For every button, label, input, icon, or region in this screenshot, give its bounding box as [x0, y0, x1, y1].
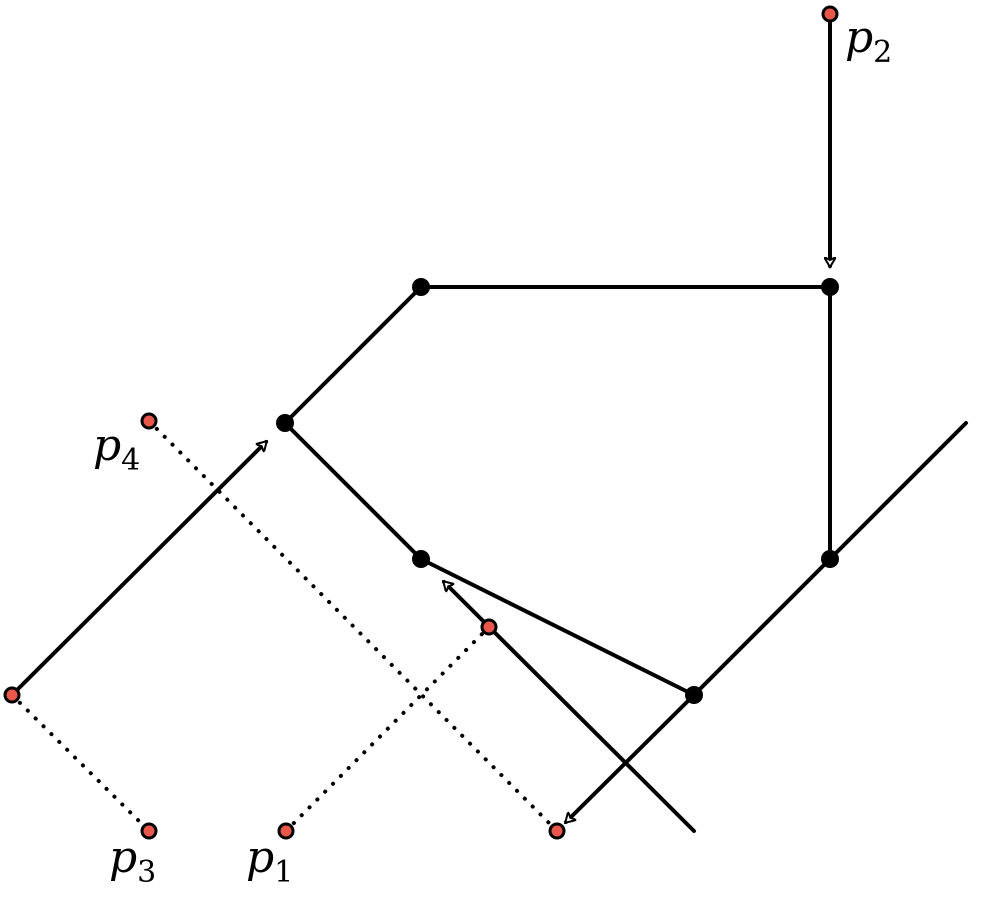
label-p4: p4 — [93, 420, 140, 478]
point-labels: p2 p4 p3 p1 — [93, 12, 892, 890]
edge-v1-v3 — [283, 285, 423, 425]
dotted-left-to-p3 — [10, 693, 151, 833]
arrow-v6-down — [566, 693, 696, 822]
red-points — [3, 5, 839, 840]
point-p2 — [821, 5, 839, 23]
polygon-edges — [283, 285, 968, 697]
vertex-middle — [412, 550, 430, 568]
point-left — [3, 686, 21, 704]
label-p3: p3 — [109, 832, 156, 890]
vertex-left — [276, 414, 294, 432]
edge-v5-v6 — [692, 557, 832, 697]
dotted-p1-to-mid — [284, 625, 491, 833]
point-bottom — [548, 822, 566, 840]
edge-v5-ray — [828, 421, 968, 561]
point-p3 — [140, 822, 158, 840]
vertex-right — [821, 550, 839, 568]
label-p1: p1 — [246, 832, 293, 890]
point-p4 — [140, 412, 158, 430]
edge-v3-v4 — [283, 421, 423, 561]
point-middle — [480, 618, 498, 636]
label-p2: p2 — [845, 12, 892, 70]
arrow-left-up — [10, 442, 266, 697]
vertex-bottom — [685, 686, 703, 704]
arrow-bottom-up — [444, 582, 696, 833]
arrows — [10, 12, 830, 833]
edge-v4-v6 — [419, 557, 696, 697]
point-p1 — [277, 822, 295, 840]
vertex-top-right — [821, 278, 839, 296]
vertex-top-left — [412, 278, 430, 296]
dotted-guides — [10, 419, 559, 833]
polygon-vertices — [276, 278, 839, 704]
dotted-p4-to-bottom — [147, 419, 559, 833]
